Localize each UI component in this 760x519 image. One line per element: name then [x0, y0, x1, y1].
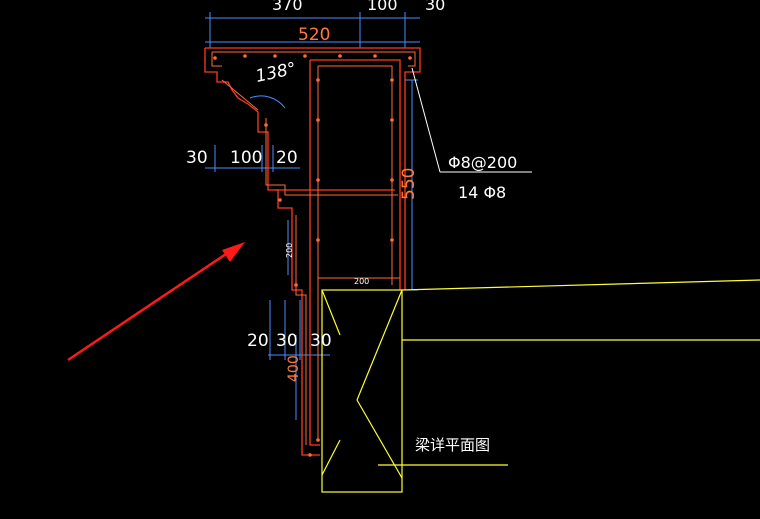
dim-lower-30a: 30: [276, 331, 298, 351]
dim-left-100: 100: [230, 148, 262, 168]
dim-bottom-200: 200: [354, 277, 369, 286]
red-arrow-icon: [67, 242, 245, 362]
dim-left-20: 20: [276, 148, 298, 168]
angle-arc: [249, 95, 286, 109]
dim-top-370: 370: [272, 0, 303, 14]
beam-plan-label: 梁详平面图: [415, 436, 490, 454]
beam-section: [321, 279, 760, 493]
rebar-label-stirrup: Φ8@200: [448, 153, 517, 172]
dim-top-100: 100: [367, 0, 398, 14]
leader-line: [411, 67, 532, 173]
dim-small-200: 200: [285, 243, 294, 258]
dim-height-550: 550: [399, 168, 419, 200]
dim-lower-20: 20: [247, 331, 269, 351]
dim-400: 400: [286, 355, 302, 382]
dim-left-30: 30: [186, 148, 208, 168]
concrete-outline: [204, 47, 421, 456]
dim-top-30: 30: [425, 0, 445, 14]
rebar-lines: [211, 51, 416, 445]
rebar-dots: [213, 54, 412, 457]
rebar-label-main: 14 Φ8: [458, 183, 506, 202]
dim-width-520: 520: [298, 25, 330, 45]
dim-lower-30b: 30: [310, 331, 332, 351]
